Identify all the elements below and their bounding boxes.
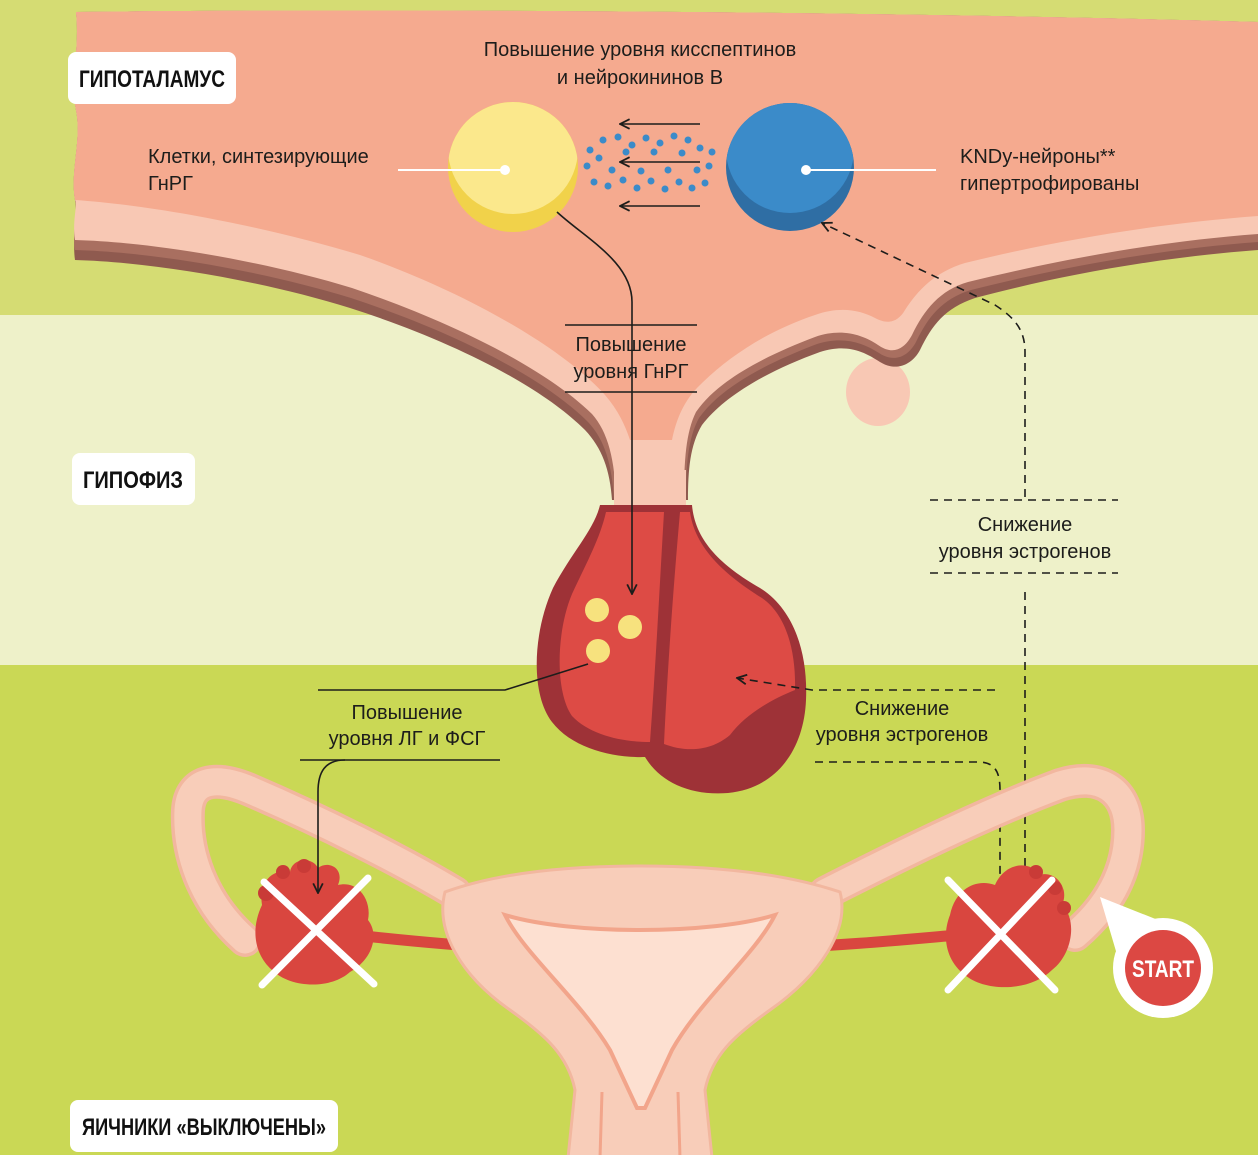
- particle-dot: [665, 167, 672, 174]
- estrogen-drop-lower-line2: уровня эстрогенов: [816, 724, 988, 746]
- particle-dot: [634, 185, 641, 192]
- particle-dot: [648, 178, 655, 185]
- estrogen-drop-lower-line1: Снижение: [855, 698, 950, 720]
- particle-dot: [706, 163, 713, 170]
- median-eminence-lobe: [846, 358, 910, 426]
- particle-dot: [609, 167, 616, 174]
- lh-fsh-rise-line2: уровня ЛГ и ФСГ: [329, 728, 486, 750]
- estrogen-drop-upper-line2: уровня эстрогенов: [939, 541, 1111, 563]
- kndy-line2: гипертрофированы: [960, 173, 1139, 195]
- gnrh-cells-line2: ГнРГ: [148, 173, 193, 195]
- particle-dot: [643, 135, 650, 142]
- cervix-line-left: [600, 1092, 602, 1155]
- particle-dot: [591, 179, 598, 186]
- gnrh-cells-line1: Клетки, синтезирующие: [148, 146, 369, 168]
- particle-dot: [587, 147, 594, 154]
- kisspeptin-rise-line2: и нейрокининов В: [557, 67, 723, 89]
- fimbria: [297, 859, 311, 873]
- gnrh-cells-pointer-dot: [500, 165, 510, 175]
- particle-dot: [623, 149, 630, 156]
- gnrh-rise-line1: Повышение: [575, 334, 686, 356]
- particle-dot: [702, 180, 709, 187]
- fimbria: [1029, 865, 1043, 879]
- label-text: ЯИЧНИКИ «ВЫКЛЮЧЕНЫ»: [82, 1114, 326, 1141]
- particle-dot: [584, 163, 591, 170]
- kndy-pointer-dot: [801, 165, 811, 175]
- particle-dot: [620, 177, 627, 184]
- particle-dot: [657, 140, 664, 147]
- estrogen-drop-upper-line1: Снижение: [978, 514, 1073, 536]
- kisspeptin-rise-line1: Повышение уровня кисспептинов: [484, 39, 796, 61]
- particle-dot: [694, 167, 701, 174]
- label-text: ГИПОФИЗ: [83, 467, 183, 494]
- particle-dot: [685, 137, 692, 144]
- fimbria: [276, 865, 290, 879]
- label-hypothalamus: ГИПОТАЛАМУС: [68, 52, 236, 104]
- particle-dot: [662, 186, 669, 193]
- particle-dot: [605, 183, 612, 190]
- particle-dot: [638, 168, 645, 175]
- fimbria: [1057, 901, 1071, 915]
- particle-dot: [615, 134, 622, 141]
- particle-dot: [651, 149, 658, 156]
- gnrh-rise-line2: уровня ГнРГ: [574, 361, 689, 383]
- particle-dot: [676, 179, 683, 186]
- gonadotroph-cell: [618, 615, 642, 639]
- particle-dot: [671, 133, 678, 140]
- particle-dot: [697, 145, 704, 152]
- label-text: ГИПОТАЛАМУС: [79, 66, 225, 93]
- particle-dot: [596, 155, 603, 162]
- particle-dot: [629, 142, 636, 149]
- particle-dot: [709, 149, 716, 156]
- particle-dot: [600, 137, 607, 144]
- start-marker-label: START: [1132, 956, 1194, 983]
- lh-fsh-rise-line1: Повышение: [351, 702, 462, 724]
- particle-dot: [679, 150, 686, 157]
- label-ovaries: ЯИЧНИКИ «ВЫКЛЮЧЕНЫ»: [70, 1100, 338, 1152]
- cervix-line-right: [678, 1092, 680, 1155]
- label-pituitary: ГИПОФИЗ: [72, 453, 195, 505]
- gonadotroph-cell: [585, 598, 609, 622]
- particle-dot: [689, 185, 696, 192]
- kndy-line1: KNDy-нейроны**: [960, 146, 1116, 168]
- gonadotroph-cell: [586, 639, 610, 663]
